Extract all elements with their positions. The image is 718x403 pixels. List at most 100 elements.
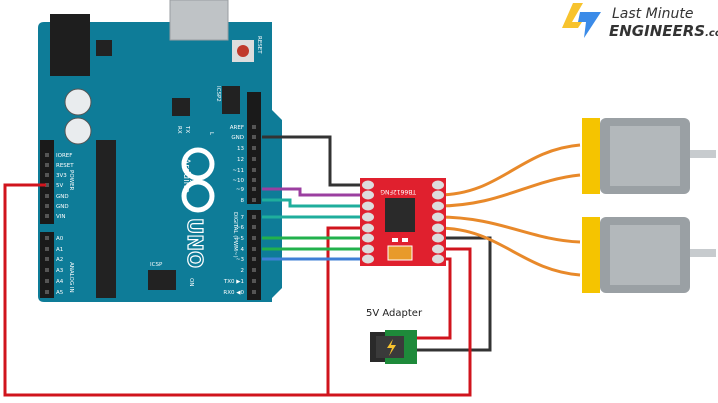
driver-ic <box>385 198 415 232</box>
digital-pin-label: RX0 ◀0 <box>223 290 244 296</box>
motor-a2-wire <box>437 173 581 208</box>
digital-pin[interactable] <box>252 157 256 161</box>
vcc-5v-wire <box>3 183 368 397</box>
driver-pin-right[interactable] <box>432 190 444 200</box>
digital-pin-label: TX0 ▶1 <box>223 279 244 285</box>
motor-shaft <box>690 249 716 257</box>
digital-header-lower <box>247 210 261 300</box>
power-pin-label: RESET <box>56 163 74 169</box>
digital-pin[interactable] <box>252 257 256 261</box>
analog-pin-label: A2 <box>56 257 63 263</box>
driver-pin-right[interactable] <box>432 223 444 233</box>
power-pin-label: GND <box>56 194 69 200</box>
power-pin-label: IOREF <box>56 153 72 159</box>
power-pin-label: GND <box>56 204 69 210</box>
driver-pin-left[interactable] <box>362 254 374 264</box>
power-pin[interactable] <box>45 183 49 187</box>
digital-pin-label: ~10 <box>232 178 244 184</box>
capacitor <box>387 245 413 261</box>
digital-pin[interactable] <box>252 187 256 191</box>
analog-pin[interactable] <box>45 268 49 272</box>
capacitor <box>64 117 92 145</box>
digital-pin[interactable] <box>252 215 256 219</box>
lightning-icon <box>387 339 396 356</box>
digital-pin-label: GND <box>231 135 244 141</box>
digital-pin[interactable] <box>252 290 256 294</box>
power-pin[interactable] <box>45 173 49 177</box>
digital-pin[interactable] <box>252 268 256 272</box>
digital-pin-label: ~3 <box>236 257 245 263</box>
digital-pin[interactable] <box>252 135 256 139</box>
usb-port <box>169 0 229 41</box>
motor-b1-wire <box>437 215 581 244</box>
power-header <box>40 140 54 224</box>
on-label: ON <box>188 278 194 286</box>
digital-pin[interactable] <box>252 279 256 283</box>
power-pin[interactable] <box>45 214 49 218</box>
arduino-infinity-logo <box>181 147 215 213</box>
motors <box>582 118 716 293</box>
icsp2-label: ICSP2 <box>215 86 221 102</box>
digital-pin[interactable] <box>252 146 256 150</box>
digital-pin-label: ~9 <box>236 187 245 193</box>
driver-pin-left[interactable] <box>362 244 374 254</box>
digital-pin[interactable] <box>252 125 256 129</box>
motor-b2-wire <box>437 226 581 277</box>
driver-pin-left[interactable] <box>362 201 374 211</box>
power-pin[interactable] <box>45 153 49 157</box>
digital-pin-label: 8 <box>241 198 245 204</box>
driver-pin-right[interactable] <box>432 254 444 264</box>
driver-pin-right[interactable] <box>432 180 444 190</box>
logo-line1: Last Minute <box>612 6 693 22</box>
digital-pin[interactable] <box>252 178 256 182</box>
arduino-brand-text: Arduino <box>181 158 191 193</box>
analog-pin-label: A3 <box>56 268 64 274</box>
driver-pin-right[interactable] <box>432 212 444 222</box>
driver-pin-right[interactable] <box>432 233 444 243</box>
analog-pin-label: A5 <box>56 290 64 296</box>
motor-b <box>582 217 716 293</box>
wires <box>3 135 581 397</box>
analog-pin-label: A4 <box>56 279 64 285</box>
tb6612fng-driver-module: TB6612FNG <box>360 178 446 266</box>
power-pin-label: VIN <box>56 214 66 220</box>
digital-pin-label: 13 <box>237 146 244 152</box>
motor-endcap <box>582 217 600 293</box>
analog-pin[interactable] <box>45 247 49 251</box>
digital-pin-label: 4 <box>241 247 245 253</box>
driver-pin-left[interactable] <box>362 190 374 200</box>
power-pin[interactable] <box>45 163 49 167</box>
power-pin[interactable] <box>45 204 49 208</box>
analog-pin[interactable] <box>45 236 49 240</box>
icsp2-header <box>222 86 240 114</box>
arduino-uno-board: RESET ICSP2 ICSP TX RX L ON Arduino UNO … <box>38 0 282 302</box>
analog-pin[interactable] <box>45 290 49 294</box>
digital-pin[interactable] <box>252 198 256 202</box>
digital-pin-label: AREF <box>230 125 244 131</box>
icsp-label: ICSP <box>150 262 163 268</box>
power-jack <box>50 14 90 76</box>
digital-pin[interactable] <box>252 236 256 240</box>
motor-gnd-wire <box>415 236 492 352</box>
power-pin[interactable] <box>45 194 49 198</box>
power-pin-label: 3V3 <box>56 173 67 179</box>
driver-pin-left[interactable] <box>362 180 374 190</box>
driver-pin-left[interactable] <box>362 212 374 222</box>
analog-pin[interactable] <box>45 257 49 261</box>
pin8-wire <box>262 198 368 208</box>
driver-pin-right[interactable] <box>432 244 444 254</box>
digital-pin-label: 7 <box>241 215 245 221</box>
driver-pin-left[interactable] <box>362 223 374 233</box>
digital-pin-label: ~5 <box>236 236 245 242</box>
analog-pin[interactable] <box>45 279 49 283</box>
motor-endcap <box>582 118 600 194</box>
digital-pin[interactable] <box>252 247 256 251</box>
driver-label: TB6612FNG <box>380 188 417 195</box>
driver-pin-right[interactable] <box>432 201 444 211</box>
logo-bolt-blue-icon <box>578 12 601 38</box>
analog-pin-label: A1 <box>56 247 63 253</box>
driver-pin-left[interactable] <box>362 233 374 243</box>
digital-pin[interactable] <box>252 225 256 229</box>
digital-pin[interactable] <box>252 168 256 172</box>
